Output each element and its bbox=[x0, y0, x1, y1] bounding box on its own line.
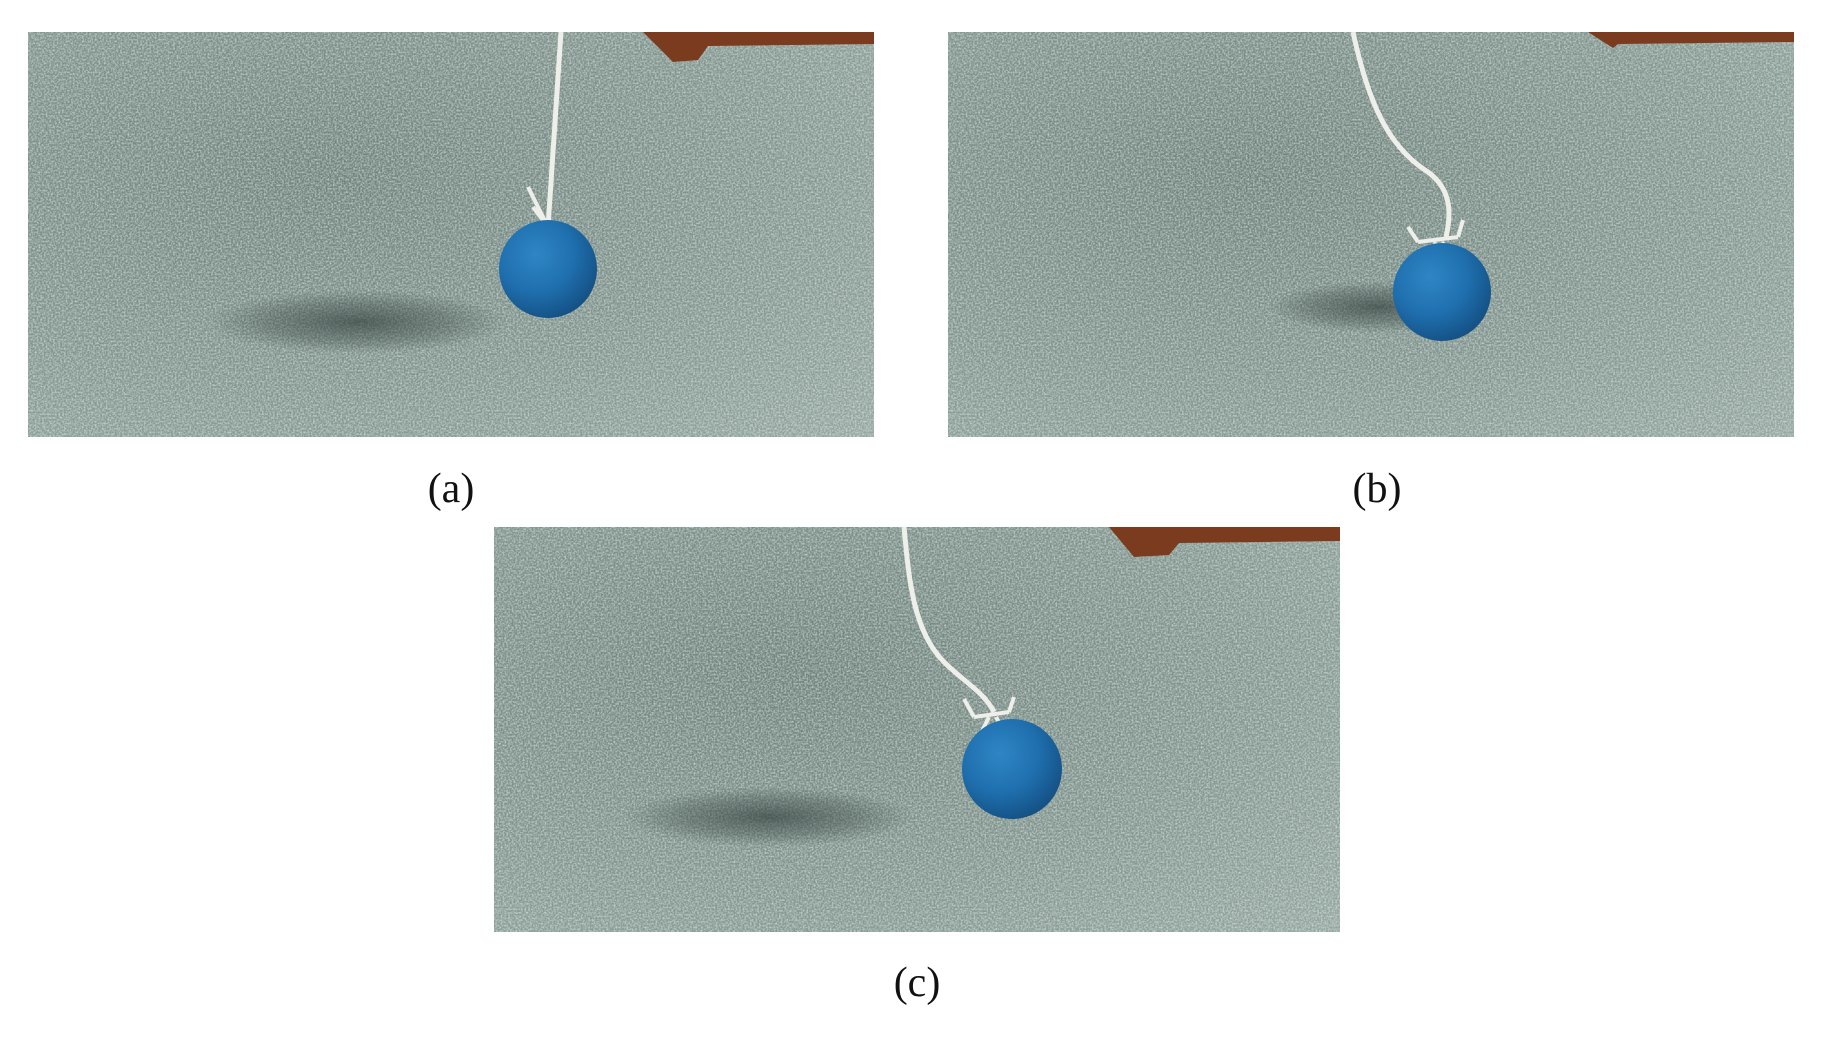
photo-b bbox=[948, 32, 1794, 437]
string-knot bbox=[962, 696, 1016, 738]
ball bbox=[962, 719, 1062, 819]
string bbox=[1350, 32, 1452, 238]
ball bbox=[1393, 243, 1491, 341]
photo-panel-b bbox=[948, 32, 1794, 437]
photo-c bbox=[494, 527, 1340, 932]
carpet-texture bbox=[28, 32, 874, 437]
string-knot bbox=[1406, 219, 1465, 262]
string bbox=[901, 527, 997, 714]
caption-b: (b) bbox=[1352, 466, 1402, 512]
photo-panel-a bbox=[28, 32, 874, 437]
furniture bbox=[643, 32, 874, 62]
string bbox=[545, 32, 564, 228]
photo-panel-c bbox=[494, 527, 1340, 932]
furniture bbox=[1109, 527, 1340, 557]
photo-a bbox=[28, 32, 874, 437]
ball-shadow bbox=[624, 787, 914, 847]
carpet-texture bbox=[494, 527, 1340, 932]
ball bbox=[499, 220, 597, 318]
caption-a: (a) bbox=[427, 466, 475, 512]
caption-c: (c) bbox=[893, 960, 941, 1006]
furniture bbox=[1588, 32, 1794, 48]
ball-shadow bbox=[208, 290, 508, 354]
